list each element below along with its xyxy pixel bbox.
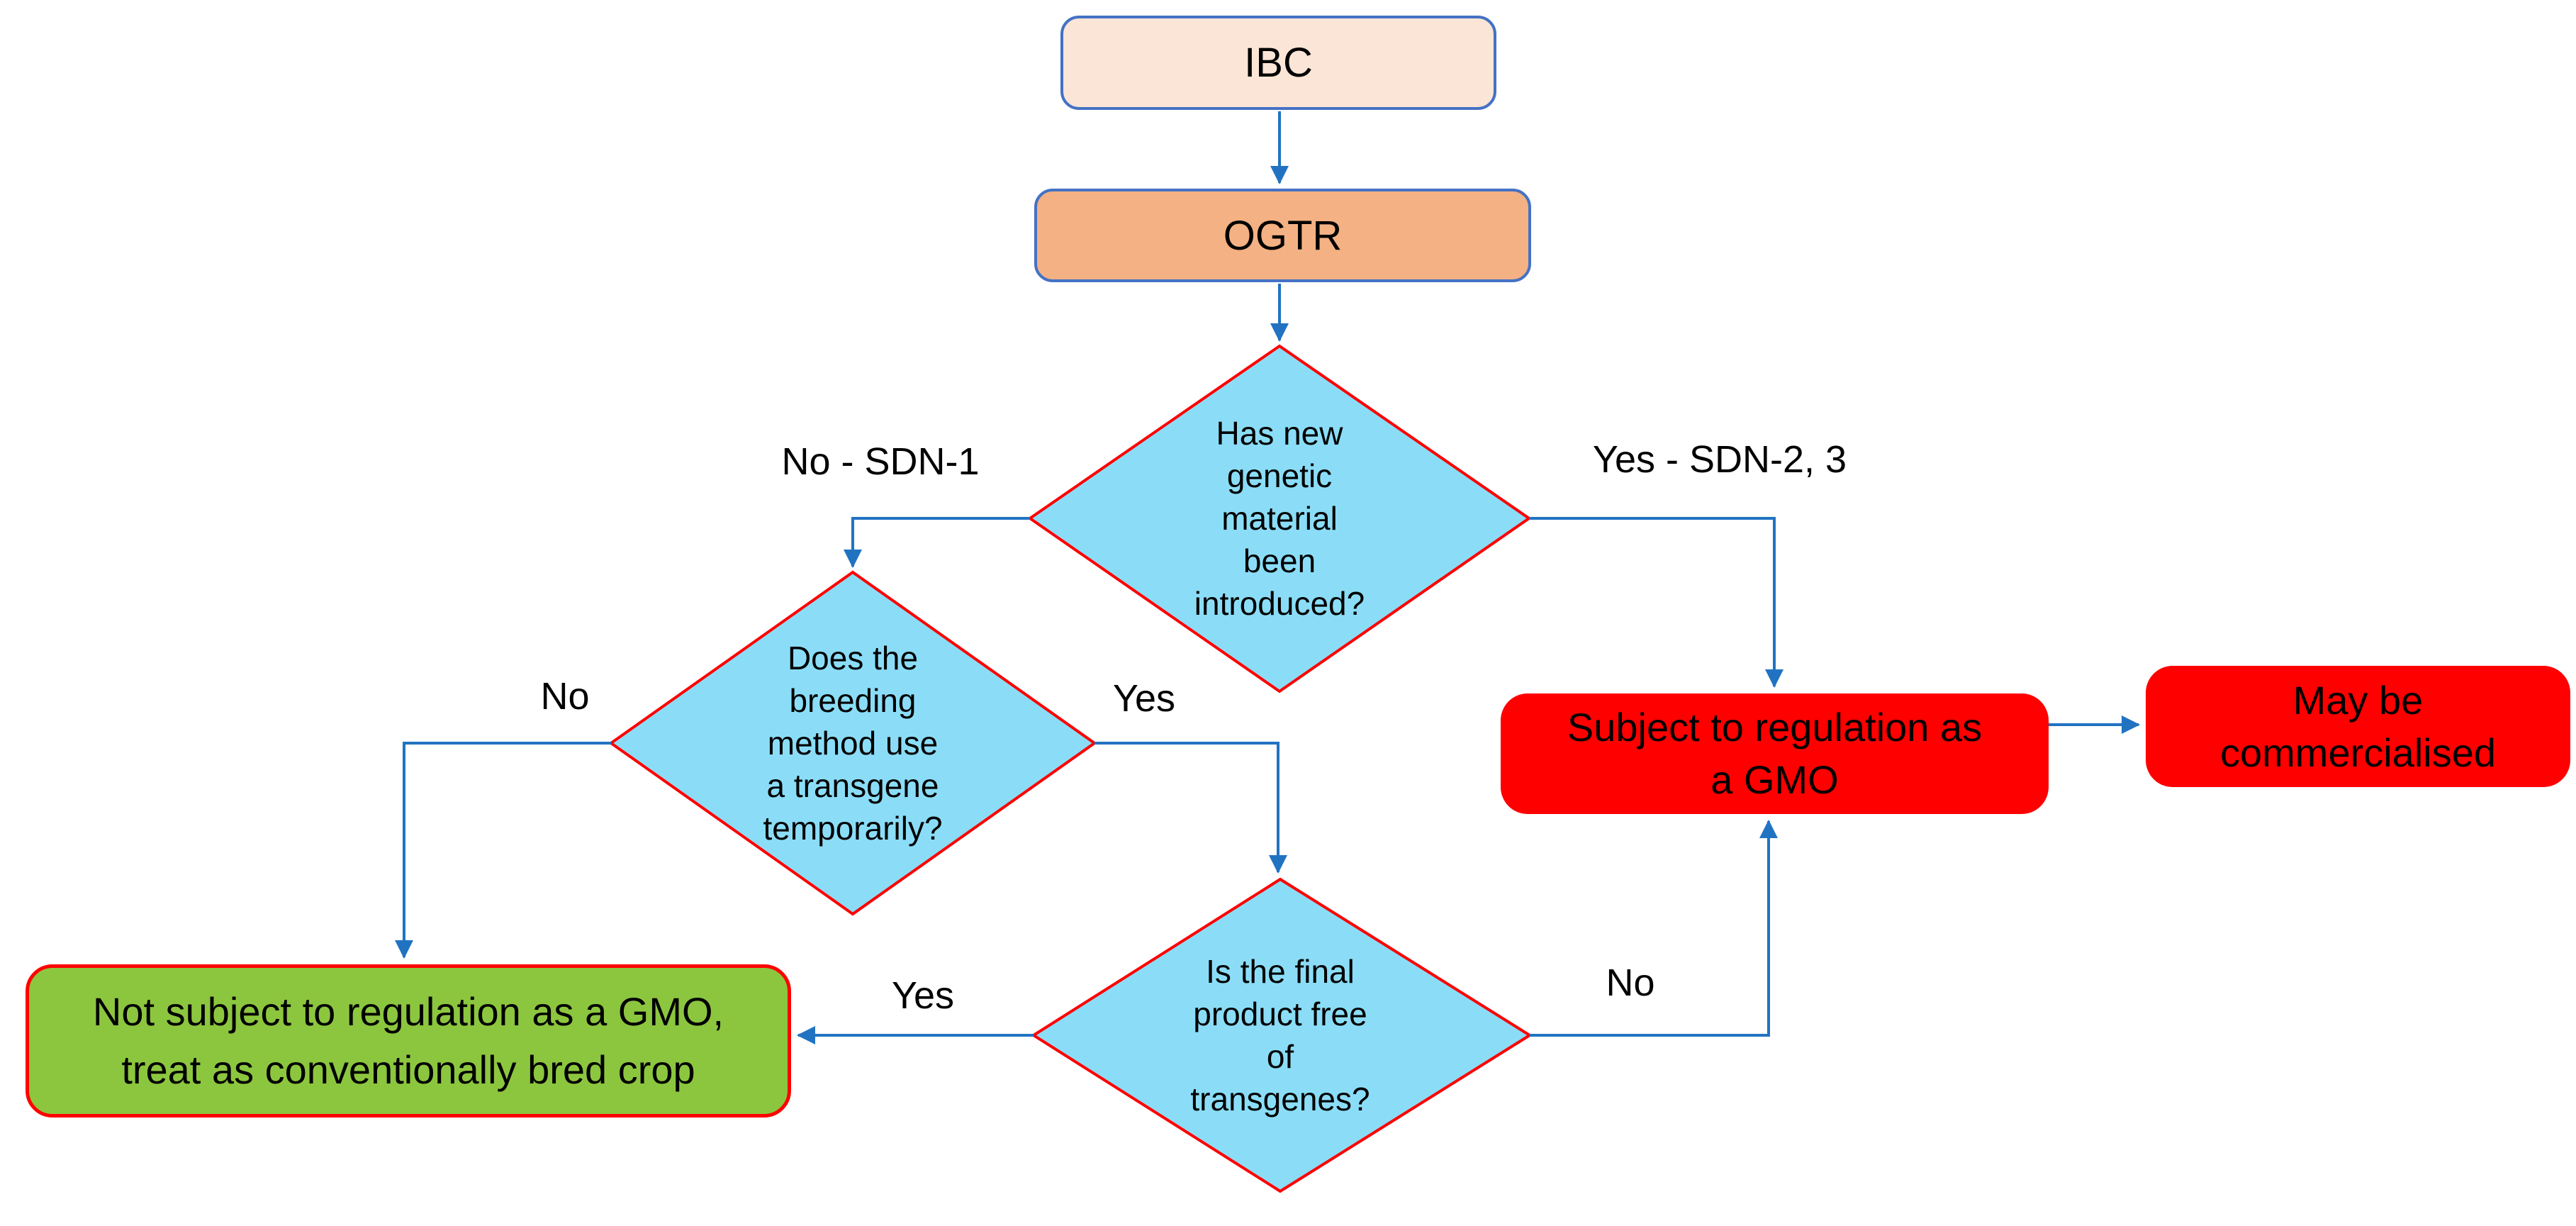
- arrow-final-no-to-subject: [1530, 820, 1778, 1037]
- node-not-subject-line-1: Not subject to regulation as a GMO,: [92, 989, 724, 1034]
- node-may-be-commercialised: May be commercialised: [2146, 666, 2570, 787]
- arrow-no-sdn1-to-breeding: [844, 517, 1030, 568]
- edge-label-final-no: No: [1606, 962, 1655, 1004]
- arrow-breeding-yes-to-final: [1094, 742, 1287, 874]
- edge-label-yes-sdn23: Yes - SDN-2, 3: [1592, 438, 1847, 481]
- decision-final-free-diamond: [1031, 877, 1533, 1193]
- decision-new-material-text: Has new genetic material been introduced…: [1194, 415, 1365, 622]
- node-ibc-label: IBC: [1244, 40, 1313, 86]
- node-subject-line-1: Subject to regulation as: [1567, 705, 1983, 749]
- node-not-subject-line-2: treat as conventionally bred crop: [121, 1047, 695, 1092]
- node-not-subject-to-regulation: Not subject to regulation as a GMO, trea…: [26, 964, 791, 1118]
- node-ibc: IBC: [1060, 16, 1496, 110]
- arrow-yes-sdn23-to-subject: [1529, 517, 1783, 688]
- decision-breeding-transgene-diamond: [608, 570, 1097, 916]
- node-commercialised-line-2: commercialised: [2220, 730, 2496, 775]
- arrow-breeding-no-to-not-subject: [395, 742, 611, 959]
- decision-new-material-diamond: [1027, 344, 1532, 693]
- edge-label-breeding-yes: Yes: [1112, 677, 1176, 720]
- edge-label-no-sdn1: No - SDN-1: [781, 440, 980, 483]
- node-subject-to-regulation: Subject to regulation as a GMO: [1501, 693, 2049, 814]
- edge-label-breeding-no: No: [540, 675, 590, 718]
- decision-breeding-transgene-text: Does the breeding method use a transgene…: [763, 640, 943, 847]
- edge-label-final-yes: Yes: [891, 974, 955, 1017]
- node-subject-line-2: a GMO: [1710, 757, 1839, 802]
- node-commercialised-line-1: May be: [2292, 677, 2424, 723]
- decision-final-free-text: Is the final product free of transgenes?: [1190, 953, 1370, 1118]
- node-ogtr-label: OGTR: [1223, 212, 1343, 259]
- node-ogtr: OGTR: [1034, 189, 1531, 282]
